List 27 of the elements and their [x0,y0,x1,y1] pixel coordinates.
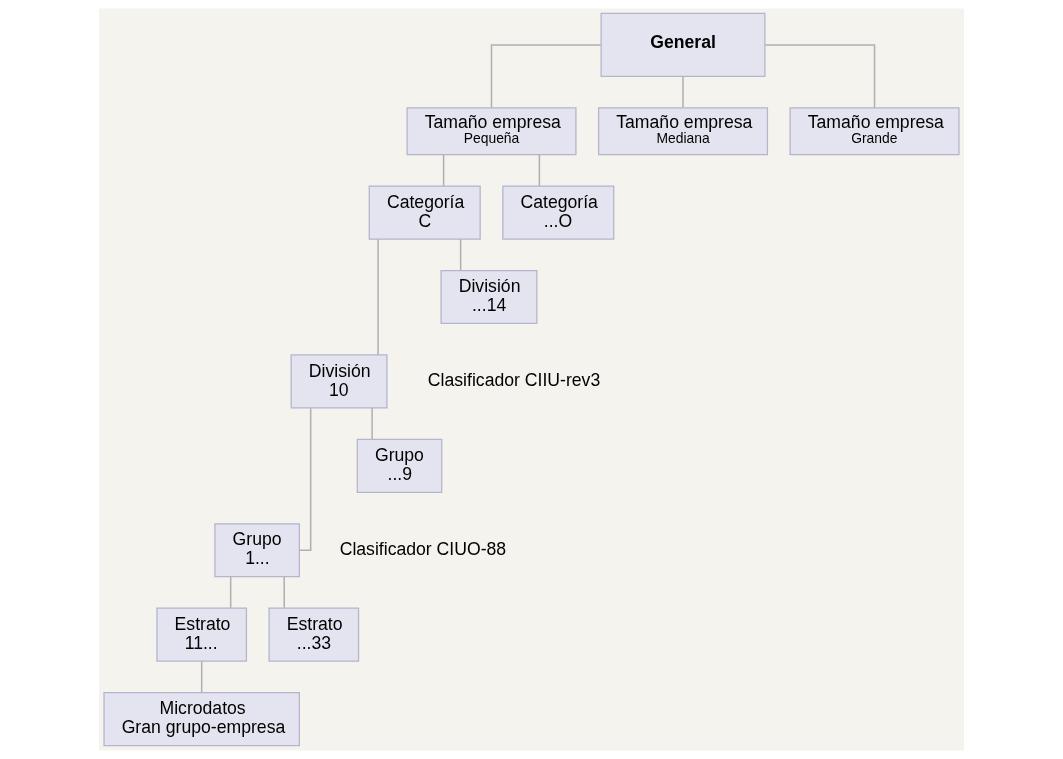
node-box: Estrato 11... [156,607,248,662]
node-box: División ...14 [440,269,538,325]
connector [283,576,285,609]
node-box: Tamaño empresa Grande [789,107,960,156]
label: Clasificador CIUO-88 [339,538,507,559]
connector [377,238,379,356]
connector [229,576,232,609]
connector [299,407,312,551]
connector [764,44,876,109]
connector [490,44,602,109]
connector [682,75,684,109]
connector [459,238,462,271]
connector [442,154,445,187]
connector [200,660,203,693]
node-box: Categoría C [368,185,481,240]
node-box: División 10 [290,354,388,409]
label: Clasificador CIIU-rev3 [427,370,601,391]
node-box: Tamaño empresa Mediana [597,107,769,156]
node-box: Grupo 1... [214,523,300,578]
node-box: Categoría ...O [502,185,615,240]
connector [371,407,373,440]
node-box: Microdatos Gran grupo-empresa [103,692,300,747]
node-box: Tamaño empresa Pequeña [406,107,577,156]
node-box: General [600,12,766,78]
node-box: Estrato ...33 [268,607,360,662]
connector [538,154,541,187]
node-box: Grupo ...9 [356,438,443,493]
